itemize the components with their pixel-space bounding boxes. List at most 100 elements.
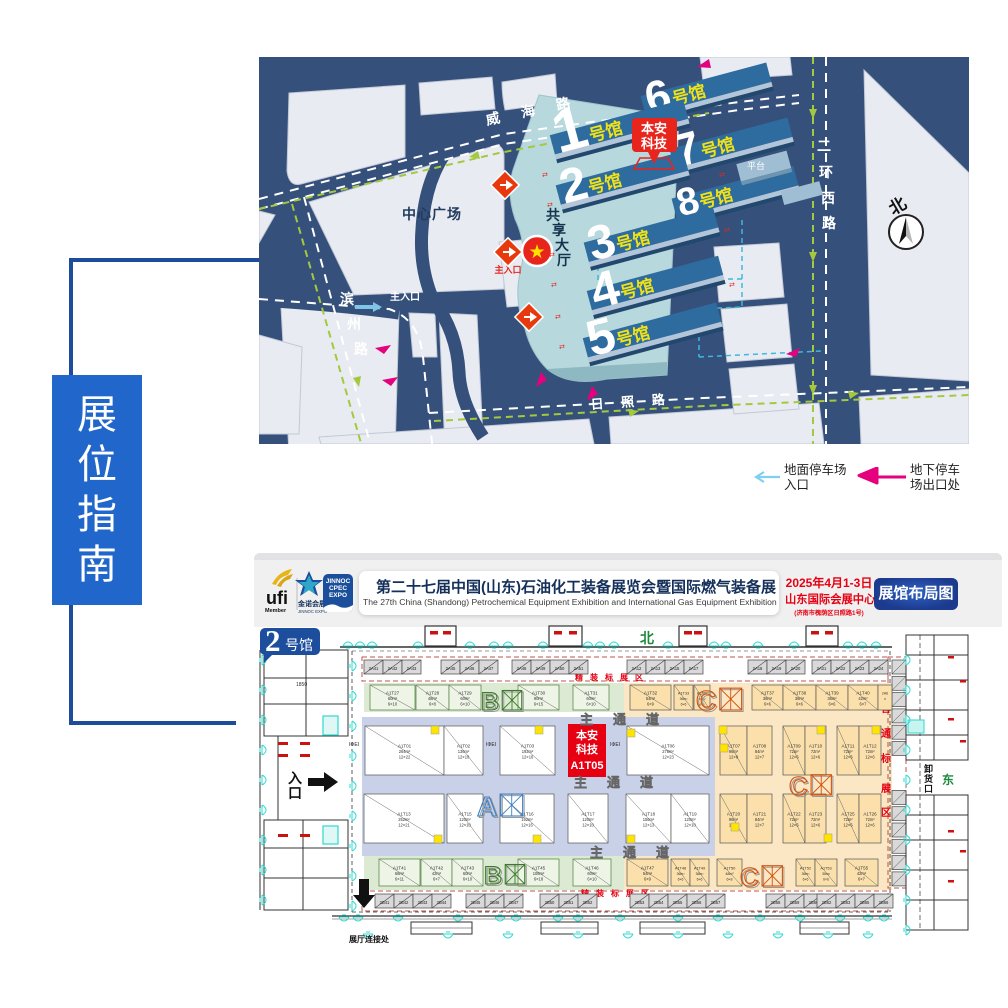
svg-text:6×7: 6×7	[433, 877, 441, 882]
svg-text:B: B	[481, 688, 499, 716]
svg-text:2A50: 2A50	[555, 666, 565, 671]
svg-text:A1T11: A1T11	[842, 744, 855, 749]
svg-text:A1T53: A1T53	[820, 867, 831, 871]
svg-text:C: C	[789, 771, 808, 801]
svg-text:本安: 本安	[576, 728, 598, 742]
svg-text:12×6: 12×6	[811, 755, 821, 760]
svg-text:96m²: 96m²	[729, 817, 739, 822]
svg-text:66m²: 66m²	[395, 871, 405, 876]
svg-text:A1T52: A1T52	[800, 867, 811, 871]
svg-text:2B59: 2B59	[790, 900, 800, 905]
svg-text:A1T17: A1T17	[581, 812, 595, 817]
svg-text:2B57: 2B57	[711, 900, 721, 905]
svg-text:6×6: 6×6	[803, 878, 809, 882]
svg-text:12×16: 12×16	[521, 823, 533, 828]
svg-text:2B60: 2B60	[809, 900, 819, 905]
svg-text:B: B	[486, 864, 504, 892]
svg-text:精: 精	[575, 672, 583, 682]
svg-text:2B52: 2B52	[583, 900, 593, 905]
svg-text:72m²: 72m²	[843, 817, 853, 822]
svg-text:12×6: 12×6	[789, 755, 799, 760]
svg-text:2A23: 2A23	[855, 666, 865, 671]
svg-text:36m²: 36m²	[795, 696, 805, 701]
svg-text:金诺会展: 金诺会展	[297, 599, 327, 608]
svg-text:A1T16: A1T16	[520, 812, 534, 817]
svg-text:72m²: 72m²	[843, 749, 853, 754]
svg-text:48m²: 48m²	[428, 696, 438, 701]
svg-text:⇄: ⇄	[549, 252, 555, 259]
svg-text:科技: 科技	[576, 742, 599, 756]
svg-text:A1T06: A1T06	[661, 744, 675, 749]
svg-text:道: 道	[646, 712, 659, 727]
svg-text:36m²: 36m²	[696, 872, 705, 876]
svg-text:12×23: 12×23	[662, 755, 674, 760]
svg-text:2A17: 2A17	[689, 666, 699, 671]
svg-text:口: 口	[924, 784, 933, 794]
svg-text:主: 主	[574, 775, 587, 790]
svg-text:2A21: 2A21	[817, 666, 827, 671]
svg-text:36m²: 36m²	[677, 872, 686, 876]
svg-text:6×8: 6×8	[429, 702, 437, 707]
svg-text:72m²: 72m²	[865, 817, 875, 822]
svg-text:108m²: 108m²	[533, 871, 545, 876]
svg-text:36m²: 36m²	[822, 872, 831, 876]
svg-text:6×6: 6×6	[796, 702, 804, 707]
svg-text:2A19: 2A19	[772, 666, 782, 671]
svg-text:享: 享	[552, 222, 566, 238]
svg-text:A1T39: A1T39	[825, 691, 839, 696]
svg-text:36m²: 36m²	[763, 696, 773, 701]
svg-text:36m²: 36m²	[698, 697, 705, 701]
svg-text:12×10: 12×10	[459, 823, 471, 828]
svg-text:展: 展	[625, 889, 634, 898]
svg-text:装: 装	[595, 888, 604, 898]
svg-text:6×6: 6×6	[681, 703, 687, 707]
svg-text:区: 区	[635, 673, 643, 682]
svg-text:2A46: 2A46	[465, 666, 475, 671]
svg-text:西: 西	[821, 190, 835, 206]
svg-text:2A24: 2A24	[874, 666, 884, 671]
svg-text:主入口: 主入口	[494, 264, 521, 275]
svg-text:2B66: 2B66	[879, 900, 889, 905]
svg-text:日 照 路: 日 照 路	[590, 391, 672, 412]
svg-text:72m²: 72m²	[811, 817, 821, 822]
svg-text:156m²: 156m²	[643, 817, 655, 822]
svg-text:A: A	[479, 793, 499, 824]
svg-text:Member: Member	[265, 608, 287, 614]
svg-text:2B58: 2B58	[771, 900, 781, 905]
svg-text:60m²: 60m²	[460, 696, 470, 701]
svg-text:42m²: 42m²	[858, 696, 868, 701]
svg-text:42m²: 42m²	[432, 871, 442, 876]
svg-text:120m²: 120m²	[582, 817, 594, 822]
svg-text:路: 路	[822, 215, 837, 231]
svg-text:A1T33: A1T33	[678, 692, 689, 696]
svg-text:厅: 厅	[557, 252, 571, 268]
svg-text:2B47: 2B47	[509, 900, 519, 905]
svg-text:A1T25: A1T25	[841, 812, 855, 817]
svg-text:2A15: 2A15	[670, 666, 680, 671]
svg-text:主入口: 主入口	[390, 290, 420, 303]
svg-text:12×8: 12×8	[729, 755, 739, 760]
svg-text:ΙΦΕΙ: ΙΦΕΙ	[610, 742, 620, 748]
svg-text:2A45: 2A45	[446, 666, 456, 671]
svg-text:6×10: 6×10	[460, 702, 470, 707]
svg-text:2B45: 2B45	[471, 900, 481, 905]
svg-text:192m²: 192m²	[522, 749, 534, 754]
svg-text:2A42: 2A42	[388, 666, 398, 671]
svg-text:54m²: 54m²	[646, 696, 656, 701]
svg-text:6×10: 6×10	[388, 702, 398, 707]
svg-text:A1T19: A1T19	[683, 812, 697, 817]
svg-text:60m²: 60m²	[587, 871, 597, 876]
svg-text:C: C	[791, 773, 810, 803]
svg-text:2B43: 2B43	[418, 900, 428, 905]
svg-text:6×10: 6×10	[463, 877, 473, 882]
svg-text:2B44: 2B44	[437, 900, 447, 905]
svg-text:平台: 平台	[747, 160, 765, 171]
svg-text:84m²: 84m²	[755, 749, 765, 754]
svg-text:A1T20: A1T20	[727, 812, 741, 817]
svg-text:标: 标	[604, 672, 613, 682]
svg-text:1850: 1850	[296, 682, 307, 688]
svg-text:ΙΦΕΙ: ΙΦΕΙ	[349, 742, 359, 748]
svg-text:科技: 科技	[641, 136, 668, 151]
svg-text:B: B	[484, 862, 502, 890]
svg-text:ΙΦΕΙ: ΙΦΕΙ	[486, 742, 496, 748]
